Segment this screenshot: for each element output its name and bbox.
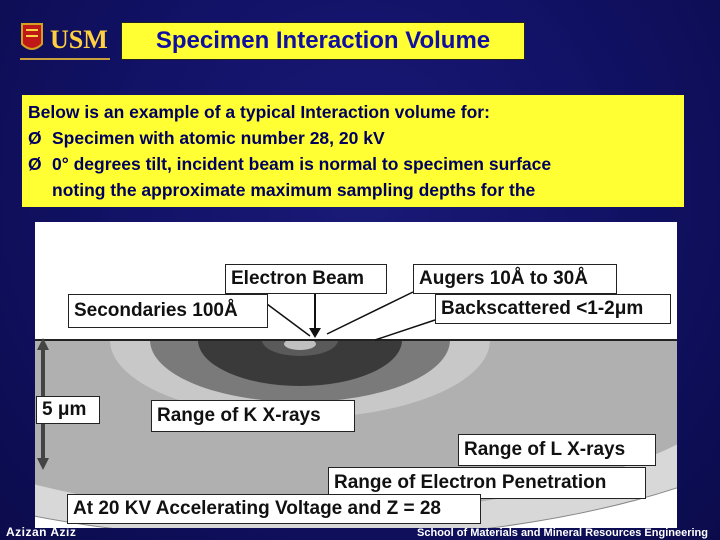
secondaries-label: Secondaries 100Å (68, 294, 268, 328)
bullet-continuation: noting the approximate maximum sampling … (52, 180, 536, 200)
scale-label: 5 μm (36, 396, 100, 424)
intro-text-box: Below is an example of a typical Interac… (22, 95, 684, 207)
range-l-xrays-label: Range of L X-rays (458, 434, 656, 466)
university-logo: USM (14, 18, 124, 66)
arrow-bullet-icon: Ø (28, 128, 42, 148)
interaction-volume-diagram: Electron Beam Augers 10Å to 30Å Secondar… (35, 222, 677, 528)
footer-author: Azizan Aziz (6, 525, 77, 539)
augers-label: Augers 10Å to 30Å (413, 264, 617, 294)
conditions-label: At 20 KV Accelerating Voltage and Z = 28 (67, 494, 481, 524)
backscattered-label: Backscattered <1-2μm (435, 294, 671, 324)
slide-title: Specimen Interaction Volume (121, 22, 525, 60)
range-k-xrays-label: Range of K X-rays (151, 400, 355, 432)
footer-school: School of Materials and Mineral Resource… (417, 527, 708, 539)
arrow-bullet-icon: Ø (28, 154, 42, 174)
intro-heading: Below is an example of a typical Interac… (28, 102, 490, 122)
range-penetration-label: Range of Electron Penetration (328, 467, 646, 499)
electron-beam-label: Electron Beam (225, 264, 387, 294)
logo-text: USM (50, 25, 108, 54)
